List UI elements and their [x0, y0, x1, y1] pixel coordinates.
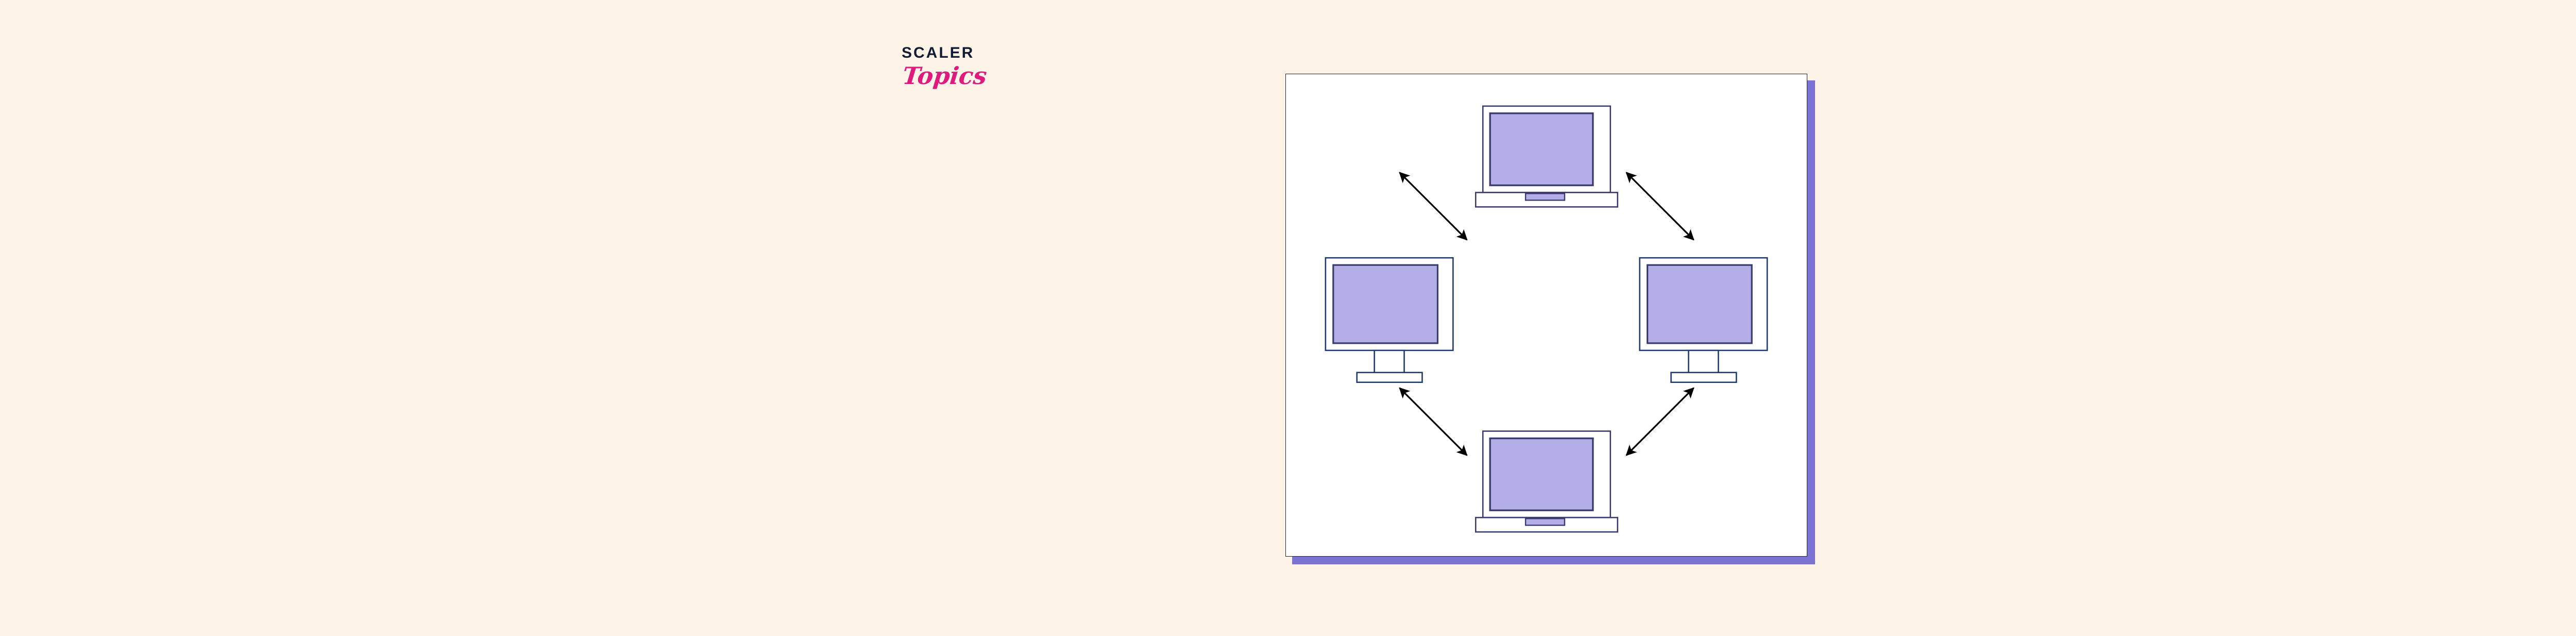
monitor-stand-base — [1356, 372, 1423, 383]
monitor-screen — [1332, 264, 1439, 344]
laptop-trackpad — [1524, 517, 1566, 526]
monitor-neck — [1688, 349, 1719, 374]
network-topology-diagram — [1325, 105, 1768, 533]
laptop-screen — [1489, 112, 1594, 187]
link-top-right — [1625, 172, 1694, 241]
laptop-screen — [1489, 437, 1594, 511]
node-right-monitor[interactable] — [1639, 257, 1768, 383]
monitor-stand-base — [1670, 372, 1737, 383]
node-bottom-laptop[interactable] — [1475, 430, 1619, 533]
link-right-bottom — [1625, 387, 1694, 456]
monitor-screen — [1647, 264, 1753, 344]
brand-script-topics: Topics — [901, 62, 989, 90]
topology-links — [1399, 172, 1694, 456]
link-left-bottom — [1399, 387, 1468, 456]
node-top-laptop[interactable] — [1475, 105, 1619, 208]
diagram-card — [1285, 74, 1807, 557]
brand-wordmark: SCALER — [902, 44, 975, 61]
brand-logo: SCALER Topics — [901, 45, 1045, 123]
link-top-left — [1399, 172, 1468, 241]
diagram-card-wrapper — [1285, 74, 1815, 564]
monitor-neck — [1374, 349, 1405, 374]
laptop-trackpad — [1524, 193, 1566, 201]
node-left-monitor[interactable] — [1325, 257, 1454, 383]
